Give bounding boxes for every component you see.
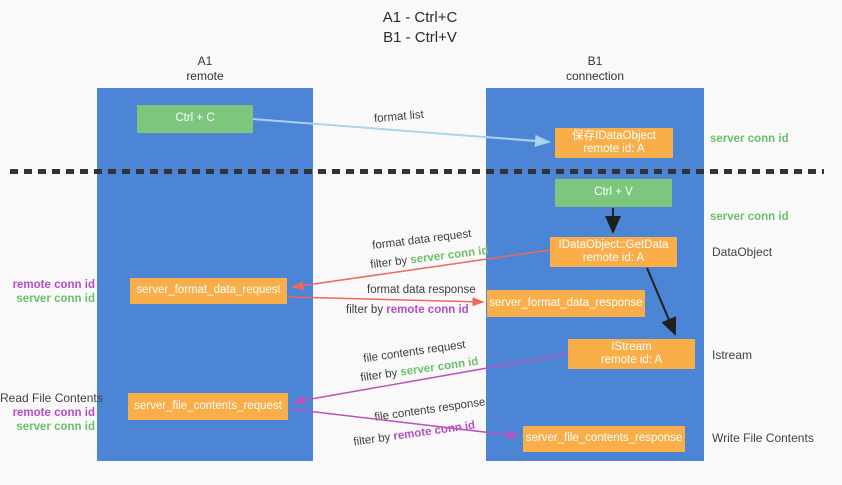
- remote-conn-id-left-bottom: remote conn id: [12, 407, 95, 419]
- save-idataobject-line1: 保存IDataObject: [572, 129, 656, 142]
- server-format-data-response-label: server_format_data_response: [489, 296, 643, 309]
- ctrl-c-label: Ctrl + C: [175, 112, 215, 125]
- istream-line1: IStream: [611, 340, 652, 353]
- ctrl-v-box: Ctrl + V: [555, 179, 672, 207]
- server-conn-id-right-mid: server conn id: [710, 211, 789, 223]
- istream-side-label: Istream: [712, 348, 753, 362]
- lifeline-header-a1: A1 remote: [105, 54, 305, 84]
- remote-conn-id-text-1: remote conn id: [386, 304, 469, 316]
- server-file-contents-response-box: server_file_contents_response: [523, 426, 685, 452]
- server-conn-id-text-2: server conn id: [399, 355, 480, 379]
- ctrl-v-label: Ctrl + V: [594, 186, 633, 199]
- format-data-response-label: format data response: [367, 284, 476, 296]
- filter-by-text-1: filter by: [369, 254, 412, 272]
- server-file-contents-response-label: server_file_contents_response: [525, 432, 683, 445]
- getdata-line1: IDataObject::GetData: [558, 238, 669, 251]
- format-list-label: format list: [374, 109, 425, 125]
- filter-by-remote-conn-id-label-2: filter by remote conn id: [353, 420, 476, 449]
- istream-line2: remote id: A: [600, 354, 663, 366]
- filter-by-remote-conn-id-label-1: filter by remote conn id: [346, 304, 469, 316]
- format-data-response-arrow: [288, 296, 485, 307]
- format-list-text: format list: [373, 108, 425, 126]
- read-file-contents-label: Read File Contents: [0, 391, 103, 405]
- ctrl-c-box: Ctrl + C: [137, 105, 253, 133]
- diagram-title: A1 - Ctrl+C B1 - Ctrl+V: [320, 8, 520, 48]
- lifeline-a1-name: A1: [197, 54, 213, 68]
- server-file-contents-request-label: server_file_contents_request: [134, 399, 282, 412]
- save-idataobject-line2: remote id: A: [583, 143, 645, 155]
- format-data-response-text: format data response: [367, 284, 476, 296]
- server-conn-id-left-top: server conn id: [16, 293, 95, 305]
- server-format-data-request-label: server_format_data_request: [136, 284, 281, 297]
- server-file-contents-request-box: server_file_contents_request: [128, 393, 288, 420]
- title-line-1: A1 - Ctrl+C: [382, 9, 458, 26]
- dataobject-label: DataObject: [712, 245, 773, 259]
- remote-conn-id-text-2: remote conn id: [392, 419, 476, 443]
- server-format-data-response-box: server_format_data_response: [487, 290, 645, 317]
- session-divider-line: [10, 169, 824, 174]
- save-idataobject-box: 保存IDataObject remote id: A: [555, 128, 673, 158]
- lifeline-b1-name: B1: [587, 54, 603, 68]
- lifeline-b1-role: connection: [565, 69, 625, 83]
- lifeline-header-b1: B1 connection: [495, 54, 695, 84]
- istream-box: IStream remote id: A: [568, 339, 695, 369]
- server-format-data-request-box: server_format_data_request: [130, 278, 287, 304]
- filter-by-text-2: filter by: [346, 304, 387, 316]
- remote-conn-id-left-top: remote conn id: [12, 279, 95, 291]
- title-line-2: B1 - Ctrl+V: [383, 29, 457, 46]
- lifeline-a1-role: remote: [186, 69, 224, 83]
- idataobject-getdata-box: IDataObject::GetData remote id: A: [550, 237, 677, 267]
- server-conn-id-text-1: server conn id: [409, 244, 490, 267]
- getdata-line2: remote id: A: [582, 252, 645, 264]
- filter-by-text-4: filter by: [352, 430, 395, 449]
- server-conn-id-right-top: server conn id: [710, 133, 789, 145]
- write-file-contents-label: Write File Contents: [712, 431, 814, 445]
- filter-by-text-3: filter by: [359, 366, 402, 385]
- server-conn-id-left-bottom: server conn id: [16, 421, 95, 433]
